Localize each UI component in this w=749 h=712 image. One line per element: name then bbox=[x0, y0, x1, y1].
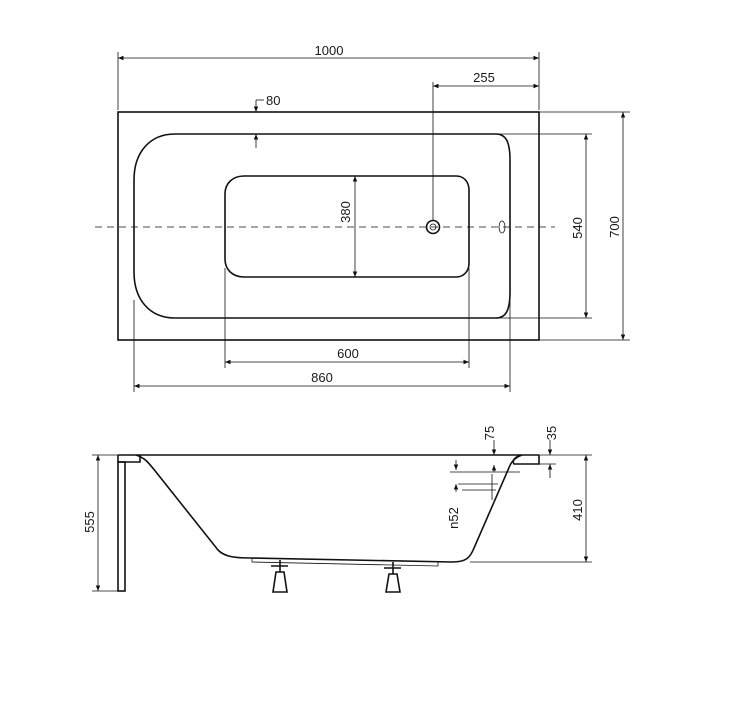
left-rim-cap bbox=[117, 455, 141, 463]
dim-overall-length: 1000 bbox=[315, 43, 344, 58]
right-foot bbox=[384, 562, 401, 593]
overflow-symbol bbox=[498, 220, 506, 234]
tub-outer-outline bbox=[117, 111, 540, 341]
left-foot bbox=[271, 560, 288, 593]
dim-overall-width: 700 bbox=[607, 216, 622, 238]
dim-overflow-offset: 75 bbox=[482, 426, 497, 440]
dim-bottom-length: 600 bbox=[337, 346, 359, 361]
tub-inner-basin bbox=[133, 133, 511, 319]
base-plate bbox=[251, 558, 439, 567]
top-view: 1000 255 80 380 540 700 600 860 bbox=[95, 43, 630, 392]
tub-bottom-panel bbox=[224, 175, 470, 278]
tub-body-profile bbox=[135, 454, 523, 563]
apron-panel bbox=[117, 461, 126, 592]
dim-inner-length: 860 bbox=[311, 370, 333, 385]
dim-bottom-width: 380 bbox=[338, 201, 353, 223]
dim-drain-offset: 255 bbox=[473, 70, 495, 85]
dim-rim-width: 80 bbox=[266, 93, 280, 108]
dim-inner-width: 540 bbox=[570, 217, 585, 239]
dim-total-height: 555 bbox=[82, 511, 97, 533]
dim-rim-thickness: 35 bbox=[544, 426, 559, 440]
dim-overflow-diameter: n52 bbox=[446, 507, 461, 529]
right-rim-cap bbox=[512, 454, 540, 465]
dim-depth: 410 bbox=[570, 499, 585, 521]
side-view: 75 35 n52 555 410 bbox=[82, 426, 592, 593]
